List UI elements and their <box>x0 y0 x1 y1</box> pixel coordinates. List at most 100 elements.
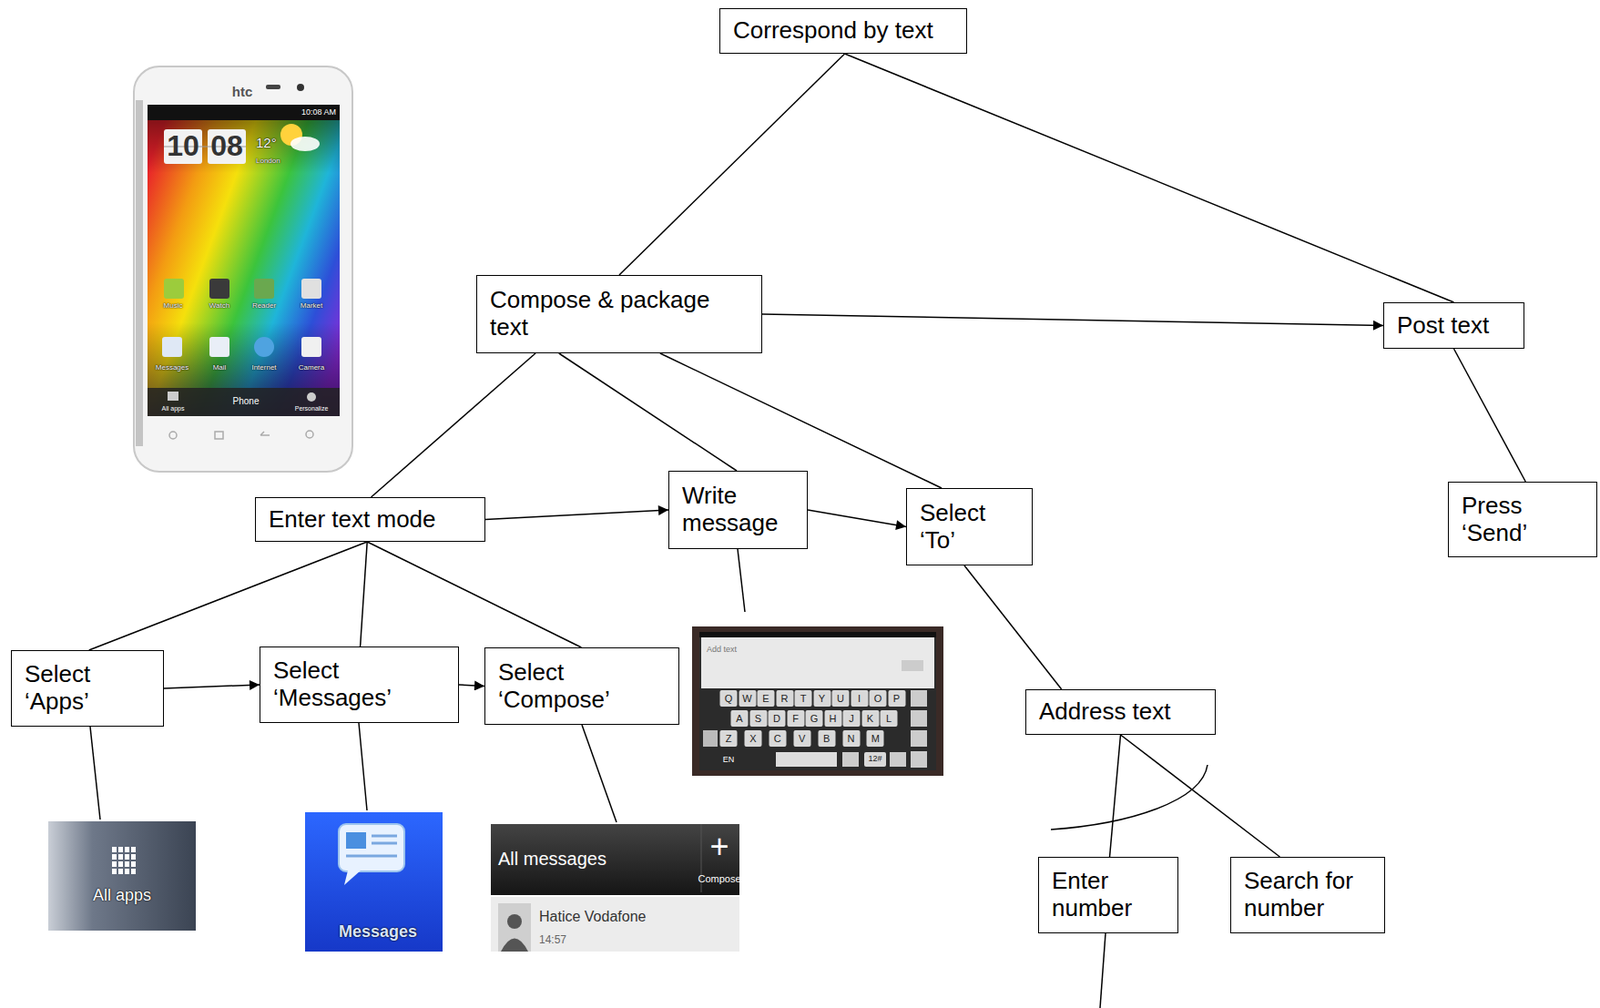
key-label: Q <box>720 690 738 707</box>
screen-text: Internet <box>251 364 276 373</box>
phone-picture <box>306 392 316 402</box>
key-label: D <box>768 710 786 727</box>
task-label: Search for number <box>1243 867 1372 923</box>
task-box: Enter text mode <box>254 497 486 542</box>
task-label: Select ‘Apps’ <box>24 661 151 716</box>
phone-picture <box>209 278 230 299</box>
tree-line <box>559 353 737 471</box>
screen-text: Reader <box>252 302 276 311</box>
leader-line <box>90 549 1106 1008</box>
phone-picture <box>301 278 322 299</box>
task-label: Select ‘Compose’ <box>498 659 666 714</box>
keyboard-screenshot <box>910 710 928 727</box>
screen-text: Market <box>300 302 323 311</box>
keyboard-screenshot <box>842 752 859 767</box>
compose-screenshot <box>490 824 740 952</box>
tree-line <box>360 541 368 647</box>
screen-text: Add text <box>706 645 737 655</box>
messages-icon <box>305 812 443 952</box>
task-label: Write message <box>682 482 795 538</box>
screen-text: All apps <box>92 886 152 906</box>
key-label: R <box>775 690 794 707</box>
screen-text: + <box>709 828 729 866</box>
keyboard-screenshot <box>699 631 937 638</box>
screen-text: All messages <box>498 848 607 869</box>
phone-picture <box>133 66 353 472</box>
sequence-arrow <box>485 509 669 520</box>
task-box: Correspond by text <box>719 8 968 54</box>
key-label: C <box>768 730 786 747</box>
all-apps-icon <box>48 821 196 931</box>
key-label: T <box>794 690 813 707</box>
plan-arc <box>1050 764 1208 830</box>
phone-picture <box>135 100 143 447</box>
messages-icon <box>371 835 398 838</box>
screen-text: Music <box>163 302 184 311</box>
all-apps-icon <box>48 821 196 931</box>
compose-screenshot <box>490 824 740 896</box>
screen-text: Camera <box>298 364 325 373</box>
screen-text: Phone <box>233 396 260 407</box>
key-label: K <box>861 710 879 727</box>
phone-picture <box>265 84 281 90</box>
phone-picture <box>169 431 177 439</box>
key-label: G <box>805 710 824 727</box>
keyboard-screenshot <box>699 631 937 771</box>
task-label: Compose & package text <box>489 286 749 342</box>
keyboard-screenshot <box>910 751 928 768</box>
sequence-arrow <box>807 509 907 528</box>
tree-line <box>1454 348 1527 482</box>
tree-line <box>371 353 536 498</box>
tree-line <box>89 541 368 651</box>
task-box: Search for number <box>1230 856 1386 934</box>
phone-picture <box>163 129 203 164</box>
messages-icon <box>346 855 398 858</box>
screen-text: Mail <box>213 364 227 373</box>
tree-line <box>660 353 942 489</box>
phone-picture <box>254 336 275 357</box>
task-label: Select ‘To’ <box>919 499 1020 555</box>
key-label: B <box>817 730 836 747</box>
leader-line <box>581 724 617 823</box>
task-label: Select ‘Messages’ <box>273 657 446 713</box>
screen-text: 12° <box>255 135 277 152</box>
phone-picture <box>209 336 230 357</box>
phone-picture <box>162 336 183 357</box>
compose-screenshot <box>507 914 522 929</box>
screen-text: EN <box>723 755 735 765</box>
messages-icon <box>305 812 443 952</box>
messages-icon <box>344 870 361 886</box>
screen-text: All apps <box>162 405 185 413</box>
phone-picture <box>147 104 340 121</box>
tree-line <box>1110 734 1122 857</box>
key-label: Y <box>813 690 831 707</box>
screen-text: htc <box>232 84 254 101</box>
task-label: Enter text mode <box>268 506 472 534</box>
key-label: L <box>880 710 898 727</box>
key-label: I <box>850 690 868 707</box>
screen-text: London <box>255 157 281 166</box>
key-label: S <box>749 710 767 727</box>
task-box: Address text <box>1025 689 1216 735</box>
leader-line <box>737 549 745 612</box>
key-label: X <box>743 730 762 747</box>
phone-picture <box>133 66 353 472</box>
screen-text: Messages <box>155 364 189 373</box>
phone-picture <box>147 387 340 417</box>
keyboard-screenshot <box>910 730 928 747</box>
task-box: Press ‘Send’ <box>1447 481 1598 558</box>
phone-picture <box>305 430 314 439</box>
task-label: Enter number <box>1051 867 1165 923</box>
task-box: Enter number <box>1038 856 1179 934</box>
key-label: N <box>842 730 860 747</box>
screen-text: 10:08 AM <box>301 108 337 118</box>
keyboard-screenshot <box>901 660 924 672</box>
leader-line <box>90 726 101 820</box>
tree-line <box>366 541 581 648</box>
key-label: U <box>832 690 850 707</box>
phone-picture <box>147 104 340 417</box>
task-box: Select ‘Apps’ <box>10 650 164 727</box>
key-label: H <box>824 710 842 727</box>
key-label: M <box>866 730 885 747</box>
